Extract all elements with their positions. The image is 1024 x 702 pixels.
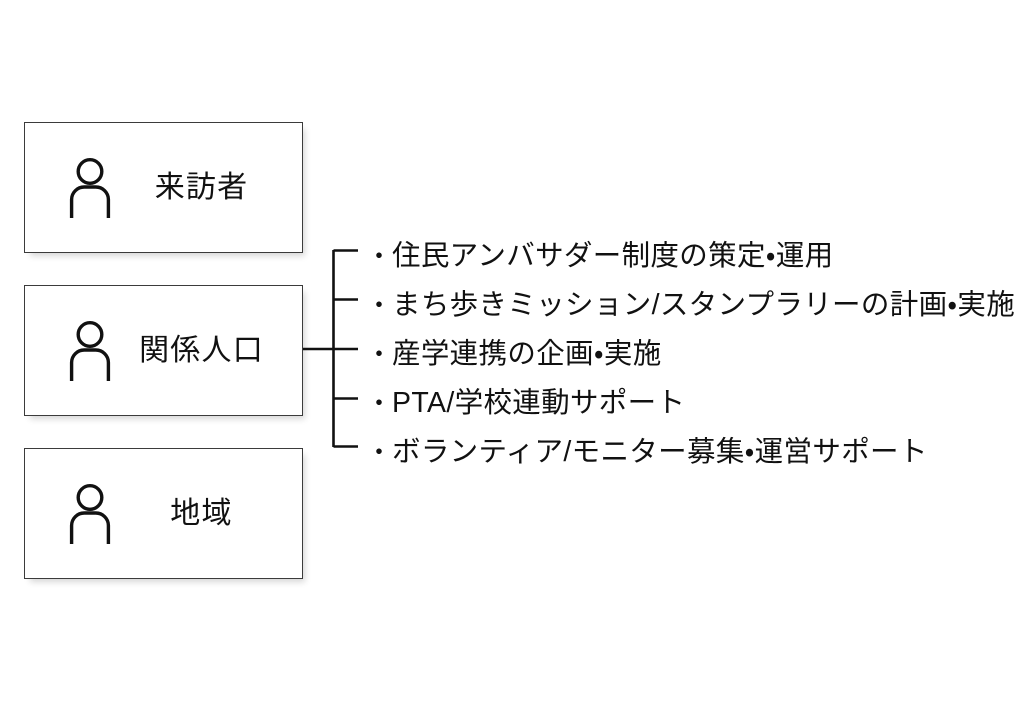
- actor-label: 来訪者: [154, 171, 249, 204]
- actor-box-region[interactable]: 地域: [24, 448, 303, 579]
- task-label: まち歩きミッション/スタンプラリーの計画・実施: [392, 289, 1016, 321]
- task-label: 産学連携の企画・実施: [392, 338, 662, 370]
- task-label: 住民アンバサダー制度の策定・運用: [392, 240, 834, 272]
- actor-box-visitor[interactable]: 来訪者: [24, 122, 303, 253]
- task-label: ボランティア/モニター募集・運営サポート: [392, 436, 928, 468]
- task-item[interactable]: ・ まち歩きミッション/スタンプラリーの計画・実施: [366, 281, 1016, 330]
- person-icon: [53, 157, 127, 219]
- task-item[interactable]: ・ 住民アンバサダー制度の策定・運用: [366, 232, 1016, 281]
- actor-label: 地域: [170, 497, 233, 530]
- task-label: PTA/学校連動サポート: [392, 387, 686, 419]
- bullet-icon: ・: [366, 388, 393, 418]
- actor-box-related-population[interactable]: 関係人口: [24, 285, 303, 416]
- bullet-icon: ・: [366, 437, 393, 467]
- person-icon: [53, 320, 127, 382]
- task-item[interactable]: ・ ボランティア/モニター募集・運営サポート: [366, 428, 1016, 477]
- actor-label: 関係人口: [139, 334, 264, 367]
- bullet-icon: ・: [366, 339, 393, 369]
- task-item[interactable]: ・ 産学連携の企画・実施: [366, 330, 1016, 379]
- bullet-icon: ・: [366, 290, 393, 320]
- bullet-icon: ・: [366, 241, 393, 271]
- task-list: ・ 住民アンバサダー制度の策定・運用 ・ まち歩きミッション/スタンプラリーの計…: [366, 232, 1016, 477]
- person-icon: [53, 483, 127, 545]
- task-item[interactable]: ・ PTA/学校連動サポート: [366, 379, 1016, 428]
